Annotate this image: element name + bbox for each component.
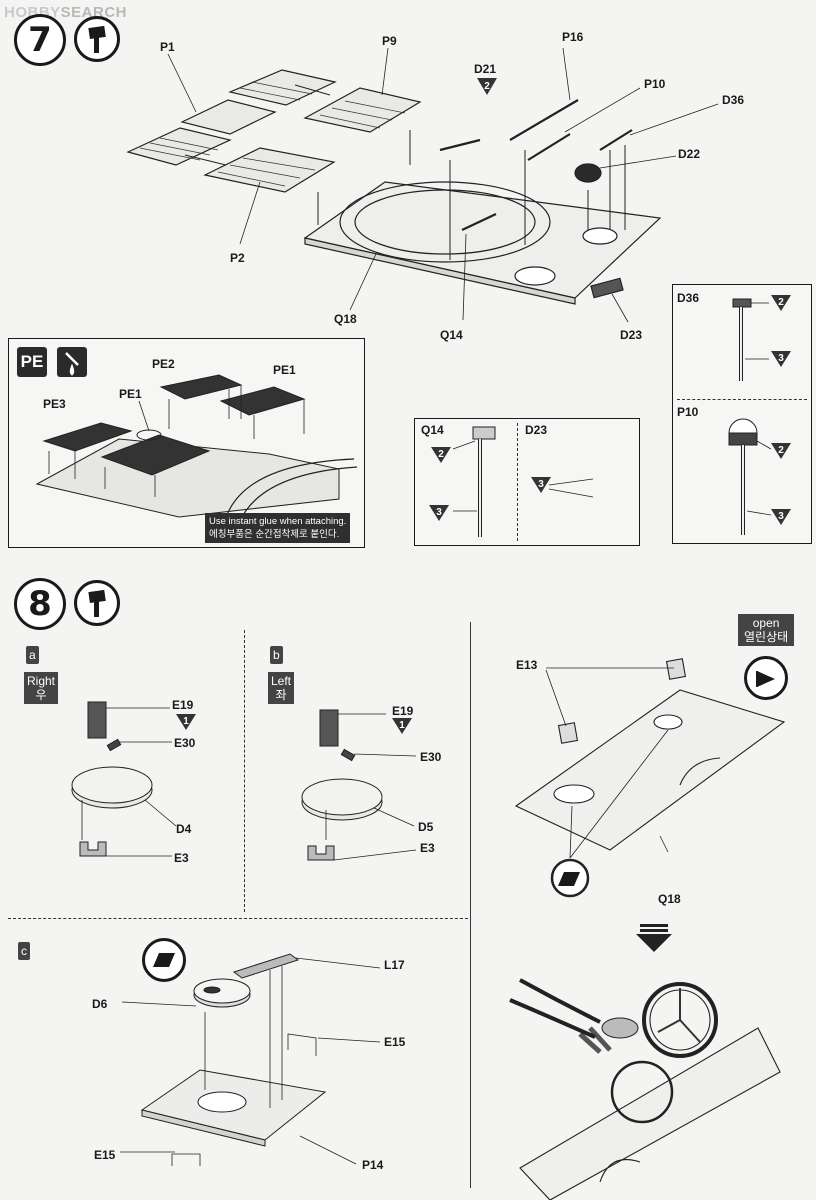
sub-a-badge: a <box>26 646 39 664</box>
q14-step-2: 2 <box>438 449 444 460</box>
open-state-label: open 열린상태 <box>738 614 795 646</box>
p10-step-2: 2 <box>778 445 784 456</box>
flat-part-icon <box>142 938 186 982</box>
glue-note-ko: 에칭부품은 순간접착제로 붙인다. <box>209 529 340 540</box>
pe-label-pe3: PE3 <box>43 397 66 411</box>
sub-a-label-e30: E30 <box>174 736 196 750</box>
left-side-ko: 좌 <box>275 688 287 702</box>
sub-b-label-e30: E30 <box>420 750 442 764</box>
side-label-p10: P10 <box>677 405 699 419</box>
sub-b-label-d5: D5 <box>418 820 434 834</box>
sub-b-badge: b <box>270 646 283 664</box>
cement-tool-icon <box>74 16 120 62</box>
d36-step-2: 2 <box>778 297 784 308</box>
result-hatch-open-drawing <box>509 978 781 1200</box>
watermark-text: SEARCH <box>60 4 128 21</box>
sub-c-plate-drawing <box>120 953 381 1166</box>
open-state-ko: 열린상태 <box>744 630 789 644</box>
glue-note-en: Use instant glue when attaching. <box>209 516 347 527</box>
label-d22: D22 <box>678 147 701 161</box>
sub-b-label-e3: E3 <box>420 841 435 855</box>
d23-step-3: 3 <box>538 479 544 490</box>
sub-a-label-e19: E19 <box>172 698 194 712</box>
q14-step-3: 3 <box>436 507 442 518</box>
pe-label-pe2: PE2 <box>152 357 175 371</box>
right-side-label: Right 우 <box>24 672 59 704</box>
d36-p10-detail-panel: D36 P10 2 3 2 3 <box>672 284 812 544</box>
detail-label-d23: D23 <box>525 423 548 437</box>
label-p9: P9 <box>382 34 397 48</box>
sub-c-label-d6: D6 <box>92 997 108 1011</box>
q14-rod-drawing: 2 3 3 <box>429 426 594 537</box>
cement-tube-glyph <box>88 589 106 617</box>
label-d36: D36 <box>722 93 745 107</box>
sub-b-hatch-drawing: 1 <box>301 709 417 861</box>
sub-c-badge: c <box>18 942 30 960</box>
label-q14: Q14 <box>440 328 463 342</box>
label-d23: D23 <box>620 328 643 342</box>
glue-drop-icon <box>57 347 87 377</box>
detail-label-q14: Q14 <box>421 423 444 437</box>
pe-badge: PE <box>17 347 47 377</box>
sub-b-label-e19: E19 <box>392 704 414 718</box>
right-label-e13: E13 <box>516 658 538 672</box>
left-side-en: Left <box>271 674 292 688</box>
sub-a-label-d4: D4 <box>176 822 192 836</box>
side-label-d36: D36 <box>677 291 700 305</box>
glue-note: Use instant glue when attaching. 에칭부품은 순… <box>205 513 351 543</box>
sub-c-label-p14: P14 <box>362 1158 384 1172</box>
d21-step-triangle: 2 <box>477 78 497 95</box>
hatch-open-icon <box>744 656 788 700</box>
pe-parts-panel: PE PE2 PE1 PE1 PE3 Use instant glue when… <box>8 338 365 548</box>
d36-p10-rod-drawing: 2 3 2 3 <box>728 295 791 535</box>
sub-c-label-l17: L17 <box>384 958 405 972</box>
left-side-label: Left 좌 <box>268 672 295 704</box>
pe-label-pe1-left: PE1 <box>119 387 142 401</box>
sub-b-e19-step: 1 <box>399 720 405 731</box>
step-8-number: 8 <box>14 578 66 630</box>
pe-label-pe1-right: PE1 <box>273 363 296 377</box>
right-label-q18: Q18 <box>658 892 681 906</box>
label-p10: P10 <box>644 77 666 91</box>
label-p1: P1 <box>160 40 175 54</box>
right-side-en: Right <box>27 674 56 688</box>
label-q18: Q18 <box>334 312 357 326</box>
cement-tube-glyph <box>88 25 106 53</box>
cement-tool-icon-step8 <box>74 580 120 626</box>
step-7-exploded-drawing <box>126 47 719 323</box>
sub-c-label-e15-left: E15 <box>94 1148 116 1162</box>
pe-grill-drawing <box>35 374 358 530</box>
d21-step-num: 2 <box>484 81 490 92</box>
sub-a-hatch-drawing: 1 <box>71 701 196 857</box>
result-arrow-icon <box>636 924 672 952</box>
label-d21: D21 <box>474 62 497 76</box>
d36-step-3: 3 <box>778 353 784 364</box>
sub-a-e19-step: 1 <box>183 716 189 727</box>
p10-step-3: 3 <box>778 511 784 522</box>
q14-d23-detail-panel: Q14 D23 2 3 3 <box>414 418 640 546</box>
label-p2: P2 <box>230 251 245 265</box>
step-7-number: 7 <box>14 14 66 66</box>
sub-c-label-e15-right: E15 <box>384 1035 406 1049</box>
open-state-en: open <box>752 616 780 630</box>
right-side-ko: 우 <box>35 688 47 702</box>
label-p16: P16 <box>562 30 584 44</box>
right-hull-plate-drawing <box>514 658 786 898</box>
sub-a-label-e3: E3 <box>174 851 189 865</box>
